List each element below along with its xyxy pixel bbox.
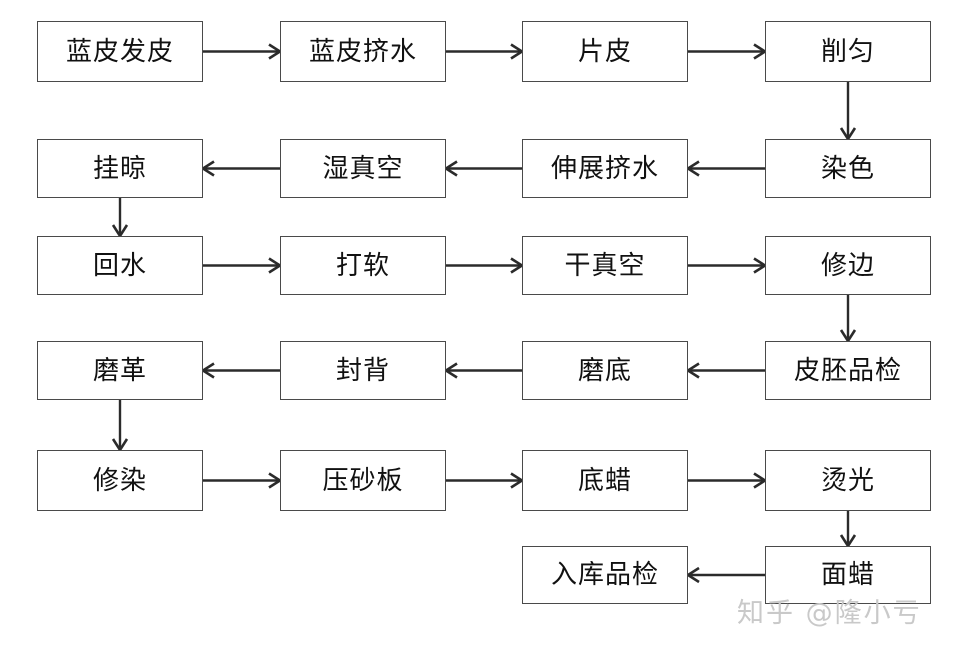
flow-edge-n19-to-n20 — [688, 472, 768, 489]
flow-node-label: 湿真空 — [322, 153, 404, 184]
flow-edge-n05-to-n06 — [685, 160, 765, 177]
flow-node-label: 面蜡 — [820, 560, 875, 590]
flow-node-n15: 封背 — [280, 341, 446, 400]
flow-node-n10: 打软 — [280, 236, 446, 295]
flow-node-label: 皮胚品检 — [793, 355, 902, 386]
flow-node-n16: 磨革 — [37, 341, 203, 400]
flow-node-n20: 烫光 — [765, 450, 931, 511]
flow-node-label: 磨革 — [92, 355, 147, 386]
flow-edge-n01-to-n02 — [203, 43, 283, 60]
flow-node-label: 修染 — [92, 465, 147, 496]
flow-node-n05: 染色 — [765, 139, 931, 198]
flow-node-n03: 片皮 — [522, 21, 688, 82]
flow-node-n08: 挂晾 — [37, 139, 203, 198]
flow-edge-n03-to-n04 — [688, 43, 768, 60]
flow-node-label: 入库品检 — [550, 560, 659, 590]
flow-edge-n13-to-n14 — [685, 362, 765, 379]
flow-node-label: 打软 — [335, 250, 390, 281]
flow-node-n12: 修边 — [765, 236, 931, 295]
flow-node-label: 封背 — [335, 355, 390, 386]
flow-edge-n16-to-n17 — [111, 400, 129, 453]
flow-edge-n20-to-n21 — [839, 511, 857, 549]
flow-node-n06: 伸展挤水 — [522, 139, 688, 198]
flow-node-label: 干真空 — [564, 250, 646, 281]
flow-node-n01: 蓝皮发皮 — [37, 21, 203, 82]
flow-edge-n11-to-n12 — [688, 257, 768, 274]
flow-node-label: 伸展挤水 — [550, 153, 659, 184]
flow-node-label: 蓝皮发皮 — [65, 36, 174, 67]
flow-node-label: 回水 — [92, 250, 147, 281]
flow-node-n18: 压砂板 — [280, 450, 446, 511]
flow-node-label: 底蜡 — [577, 465, 632, 496]
flow-node-n19: 底蜡 — [522, 450, 688, 511]
flow-edge-n10-to-n11 — [446, 257, 525, 274]
flow-edge-n02-to-n03 — [446, 43, 525, 60]
flow-node-n04: 削匀 — [765, 21, 931, 82]
flow-node-label: 蓝皮挤水 — [308, 36, 417, 67]
flow-edge-n07-to-n08 — [200, 160, 280, 177]
flow-edge-n17-to-n18 — [203, 472, 283, 489]
flow-node-n21: 面蜡 — [765, 546, 931, 604]
flow-edge-n21-to-n22 — [685, 566, 765, 584]
flow-edge-n09-to-n10 — [203, 257, 283, 274]
flow-node-label: 挂晾 — [92, 153, 147, 184]
flow-node-n11: 干真空 — [522, 236, 688, 295]
flow-node-label: 烫光 — [820, 465, 875, 496]
flow-node-label: 修边 — [820, 250, 875, 281]
flow-edge-n06-to-n07 — [443, 160, 522, 177]
flow-edge-n14-to-n15 — [443, 362, 522, 379]
flow-node-label: 磨底 — [577, 355, 632, 386]
flow-node-n13: 皮胚品检 — [765, 341, 931, 400]
flow-node-label: 压砂板 — [322, 465, 404, 496]
flow-edge-n15-to-n16 — [200, 362, 280, 379]
flow-edge-n12-to-n13 — [839, 295, 857, 344]
flow-node-label: 染色 — [820, 153, 875, 184]
flow-node-n07: 湿真空 — [280, 139, 446, 198]
flow-node-n22: 入库品检 — [522, 546, 688, 604]
flow-edge-n08-to-n09 — [111, 198, 129, 239]
flow-node-n14: 磨底 — [522, 341, 688, 400]
flow-node-label: 削匀 — [820, 36, 875, 67]
flow-node-n09: 回水 — [37, 236, 203, 295]
flow-node-n02: 蓝皮挤水 — [280, 21, 446, 82]
flow-edge-n04-to-n05 — [839, 82, 857, 142]
flow-edge-n18-to-n19 — [446, 472, 525, 489]
flow-node-n17: 修染 — [37, 450, 203, 511]
flow-node-label: 片皮 — [577, 36, 632, 67]
